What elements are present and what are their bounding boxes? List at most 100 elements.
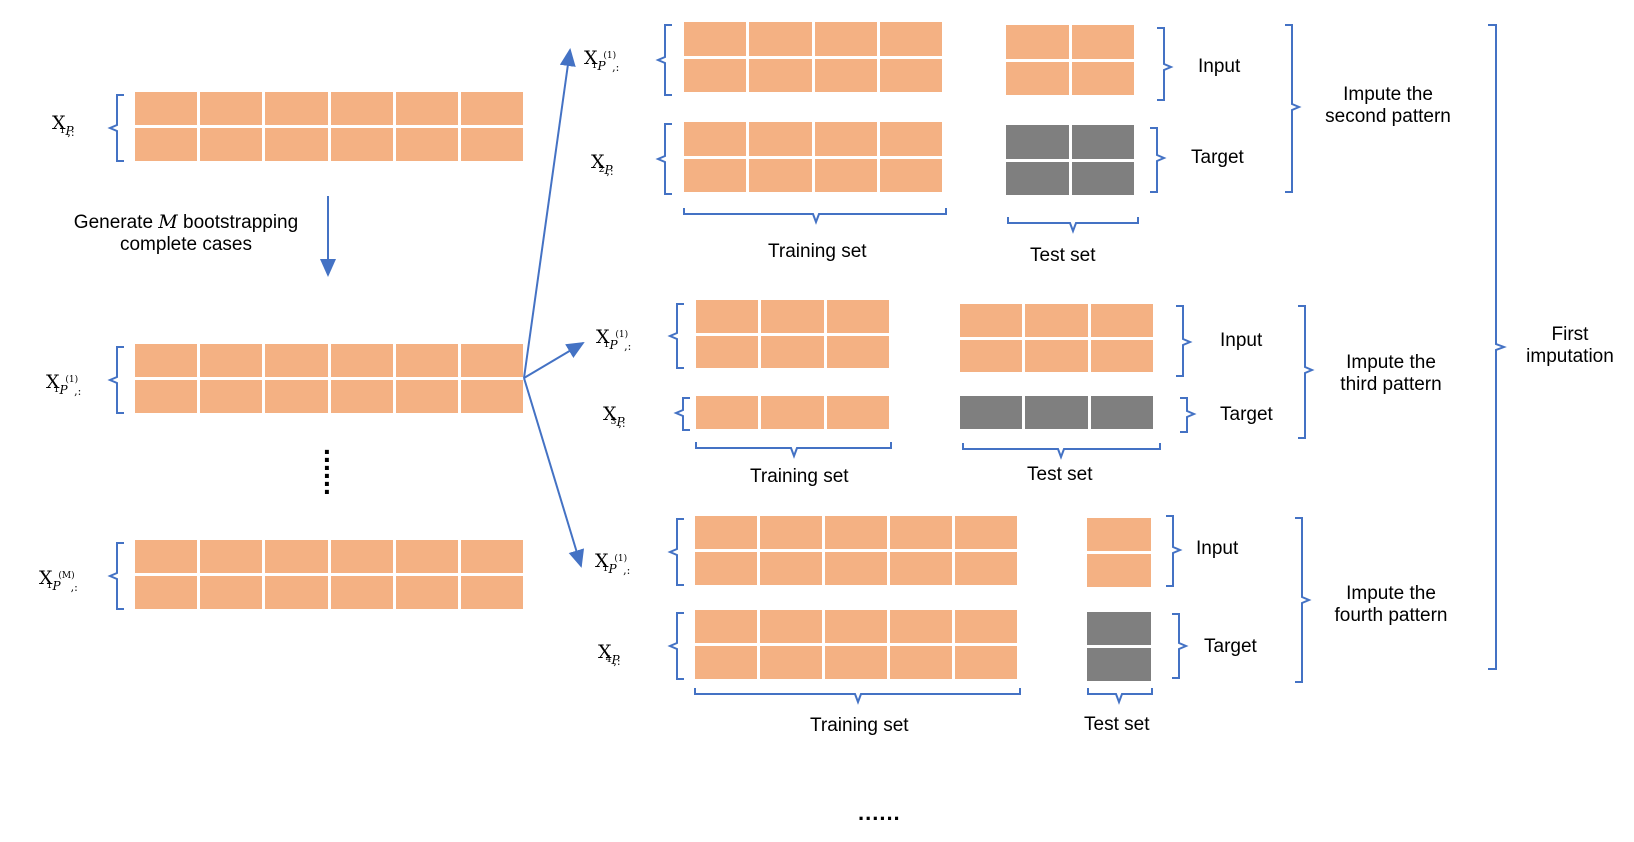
var-base: X [39, 567, 53, 589]
brace-g2-target [1180, 397, 1197, 433]
observed-cell [684, 22, 747, 56]
observed-cell [879, 158, 942, 192]
observed-cell [330, 344, 393, 377]
observed-cell [1090, 339, 1153, 372]
observed-cell [761, 335, 824, 368]
var-sub-index: 1 [59, 126, 66, 136]
var-p1-boot1-left: XP1 (1),: [46, 371, 93, 398]
var-base: X [591, 151, 605, 173]
g1-input-label: Input [1198, 56, 1241, 77]
brace-g3-test [1087, 688, 1153, 705]
observed-cell [695, 552, 757, 585]
g3-test-label: Test set [1084, 714, 1150, 735]
var-g3-boot1: XP1(1),: [595, 550, 642, 577]
observed-cell [749, 58, 812, 92]
observed-cell [684, 158, 747, 192]
brace-g1-test [1007, 217, 1139, 234]
brace-g1-target [1150, 127, 1167, 193]
observed-cell [1006, 25, 1069, 59]
observed-cell [200, 380, 263, 413]
matrix-p1-boot1 [135, 344, 523, 413]
observed-cell [879, 122, 942, 156]
var-sub-index: 2 [598, 165, 605, 175]
var-base: X [595, 550, 609, 572]
observed-cell [395, 540, 458, 573]
var-base: X [46, 371, 60, 393]
g3-target-label: Target [1204, 636, 1257, 657]
arrow-to-third-pattern [523, 341, 585, 379]
observed-cell [135, 344, 198, 377]
observed-cell [825, 516, 887, 549]
observed-cell [1071, 61, 1134, 95]
observed-cell [695, 516, 757, 549]
missing-cell [1071, 161, 1134, 195]
var-tail: ,: [74, 385, 82, 398]
observed-cell [825, 552, 887, 585]
observed-cell [684, 58, 747, 92]
missing-cell [1006, 125, 1069, 159]
observed-cell [749, 22, 812, 56]
observed-cell [696, 300, 759, 333]
var-sub: P [611, 653, 620, 667]
observed-cell [826, 396, 889, 429]
g3-training-label: Training set [810, 715, 909, 736]
observed-cell [955, 552, 1017, 585]
var-tail: ,: [67, 126, 75, 139]
var-sub: P [597, 59, 606, 73]
var-g1-boot1: XP1(1),: [584, 47, 631, 74]
observed-cell [460, 128, 523, 161]
var-sup: (1) [65, 375, 79, 385]
observed-cell [330, 540, 393, 573]
observed-cell [460, 540, 523, 573]
observed-cell [460, 92, 523, 125]
observed-cell [460, 344, 523, 377]
brace-g2-bottom [673, 397, 690, 431]
matrix-g2-test-input [960, 304, 1153, 372]
observed-cell [826, 335, 889, 368]
observed-cell [395, 92, 458, 125]
g2-test-label: Test set [1027, 464, 1093, 485]
g2-target-label: Target [1220, 404, 1273, 425]
var-tail: ,: [606, 165, 614, 178]
observed-cell [395, 576, 458, 609]
observed-cell [955, 516, 1017, 549]
observed-cell [200, 344, 263, 377]
missing-cell [1087, 648, 1151, 681]
matrix-p1-bootM [135, 540, 523, 609]
observed-cell [890, 610, 952, 643]
observed-cell [265, 92, 328, 125]
observed-cell [879, 22, 942, 56]
brace-g3-target [1172, 613, 1189, 679]
observed-cell [749, 158, 812, 192]
observed-cell [696, 396, 759, 429]
var-sub-index: 1 [53, 385, 60, 395]
var-p1-bootM: XP1(M),: [39, 567, 90, 594]
observed-cell [825, 610, 887, 643]
var-tail: ,: [613, 655, 621, 668]
brace-p1-bootM [107, 542, 124, 610]
observed-cell [200, 540, 263, 573]
observed-cell [330, 92, 393, 125]
missing-cell [1090, 396, 1153, 429]
arrow-to-fourth-pattern [523, 377, 585, 568]
matrix-g1-train-bottom [684, 122, 942, 192]
var-sub: P [609, 338, 618, 352]
var-sub: P [52, 579, 61, 593]
brace-g1-training [683, 208, 947, 225]
g2-input-label: Input [1220, 330, 1263, 351]
var-base: X [52, 112, 66, 134]
var-sub: P [59, 383, 68, 397]
var-sup: (M) [58, 571, 75, 581]
var-base: X [584, 47, 598, 69]
observed-cell [890, 516, 952, 549]
observed-cell [814, 22, 877, 56]
observed-cell [135, 380, 198, 413]
observed-cell [1071, 25, 1134, 59]
observed-cell [265, 128, 328, 161]
brace-g2-test [962, 443, 1161, 460]
generate-caption: Generate M bootstrapping complete cases [73, 211, 299, 255]
